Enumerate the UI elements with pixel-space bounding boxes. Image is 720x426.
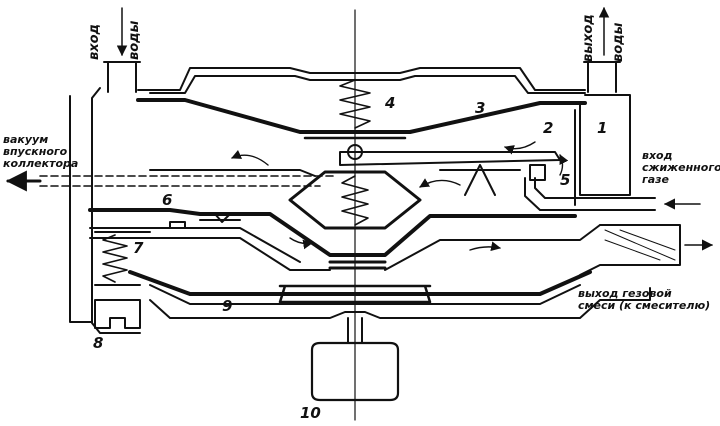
part-number-7: 7 [133,239,144,257]
spring-7-seat [94,231,151,286]
central-spring [341,175,369,226]
flow-arrow [419,178,461,188]
part-number-2: 2 [543,119,554,137]
part-number-9: 9 [222,297,233,315]
part-number-8: 8 [93,334,104,352]
water-inlet-label-2: воды [127,20,142,60]
flow-arrow [559,154,569,176]
flow-arrow [469,241,501,252]
flow-arrow [231,149,269,166]
part-8 [94,299,141,329]
upper-partition [149,169,316,177]
outer-housing-inner [69,95,93,323]
water-outlet-label: выход [581,14,596,62]
lever-pivot [347,144,363,160]
spring-7 [102,234,128,283]
water-outlet-pipe [583,61,621,93]
top-cover-inner [149,75,586,94]
middle-diaphragm [88,208,577,257]
part-number-10: 10 [300,404,321,422]
upper-diaphragm-plate [298,130,412,140]
part-number-5: 5 [560,171,571,189]
solenoid-10 [310,341,400,402]
lower-diaphragm [128,270,592,296]
lower-channel [89,224,601,271]
stem [347,317,363,344]
lower-diaphragm-plate [278,284,432,304]
flow-arrow [289,237,313,250]
check-valve [214,213,231,223]
mixture-outlet-label: выход гезовой смеси (к смесителю) [578,287,711,312]
top-cover [137,67,586,91]
lever-upper [339,151,561,166]
water-inlet-label: вход [87,23,102,60]
gas-inlet-label: вход сжиженного газе [642,149,720,186]
part-number-3: 3 [475,99,486,117]
water-inlet-pipe [103,61,141,93]
central-chamber [288,170,422,230]
part-number-4: 4 [385,94,396,112]
valve-6 [169,219,241,229]
valve-5 [529,164,546,181]
lever-support [439,164,521,196]
vacuum-label: вакуум впускного коллектора [3,133,79,170]
mixture-outlet-hatch [604,229,676,261]
lower-inner [149,284,581,305]
flow-arrow [504,141,536,155]
part-number-6: 6 [162,191,173,209]
water-outlet-label-2: воды [611,22,626,62]
evaporator-chamber [574,94,631,206]
middle-diaphragm-lower [328,260,387,270]
spring-4 [339,79,371,129]
gas-inlet-pipe [524,177,656,211]
mixture-outlet [579,224,681,276]
part-number-1: 1 [597,119,608,137]
